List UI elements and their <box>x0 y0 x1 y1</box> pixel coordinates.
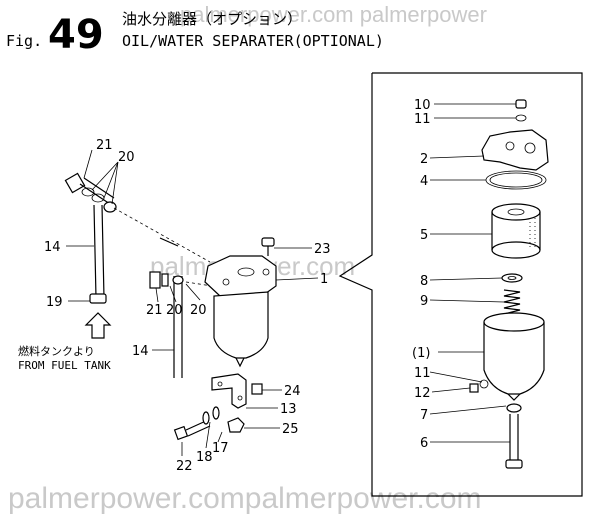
callout-22: 22 <box>176 459 193 474</box>
callout-19: 19 <box>46 295 63 310</box>
upper-banjo-fitting <box>64 172 117 213</box>
detail-plug <box>515 99 527 122</box>
detail-callout-10: 10 <box>414 98 431 113</box>
title-japanese: 油水分離器（オプション） <box>122 10 302 28</box>
hose-upper <box>89 204 107 304</box>
fig-number: 49 <box>48 12 104 58</box>
detail-head-cover <box>481 129 549 171</box>
detail-callout-4: 4 <box>420 174 428 189</box>
lower-banjo-fitting <box>149 271 184 378</box>
detail-callout-12: 12 <box>414 386 431 401</box>
title-english: OIL/WATER SEPARATER(OPTIONAL) <box>122 32 384 50</box>
mounting-bracket <box>211 373 263 409</box>
bolt-and-washers <box>173 406 245 441</box>
detail-frame <box>338 72 583 497</box>
watermark-top: palmerpower.com palmerpower <box>180 2 487 27</box>
callout-17: 17 <box>212 441 229 456</box>
detail-callout-11-upper: 11 <box>414 112 431 127</box>
fuel-inlet-arrow <box>84 312 112 339</box>
fig-prefix: Fig. <box>6 32 42 50</box>
separator-assembly <box>204 255 277 368</box>
callout-18: 18 <box>196 450 213 465</box>
watermark-bottom: palmerpower.compalmerpower.com <box>8 482 482 515</box>
callout-21-lower: 21 <box>146 303 163 318</box>
callout-20-upper: 20 <box>118 150 135 165</box>
detail-callout-6: 6 <box>420 436 428 451</box>
vent-plug <box>261 237 275 256</box>
callout-14-lower: 14 <box>132 344 149 359</box>
detail-callout-1-paren: (1) <box>412 346 430 361</box>
note-english: FROM FUEL TANK <box>18 359 111 372</box>
callout-13: 13 <box>280 402 297 417</box>
detail-callout-9: 9 <box>420 294 428 309</box>
detail-callout-8: 8 <box>420 274 428 289</box>
detail-o-ring <box>485 170 547 190</box>
callout-24: 24 <box>284 384 301 399</box>
detail-callout-7: 7 <box>420 408 428 423</box>
detail-spring <box>503 289 521 317</box>
callout-21-upper: 21 <box>96 138 113 153</box>
detail-callout-5: 5 <box>420 228 428 243</box>
detail-callout-11-lower: 11 <box>414 366 431 381</box>
note-japanese: 燃料タンクより <box>18 344 95 358</box>
detail-bowl <box>483 312 545 401</box>
detail-filter-element <box>491 203 541 259</box>
callout-25: 25 <box>282 422 299 437</box>
callout-20-lower: 20 <box>190 303 207 318</box>
detail-center-bolt <box>505 414 523 469</box>
detail-washer <box>501 273 523 283</box>
callout-1: 1 <box>320 272 328 287</box>
callout-20-mid: 20 <box>166 303 183 318</box>
detail-callout-2: 2 <box>420 152 428 167</box>
callout-14-upper: 14 <box>44 240 61 255</box>
callout-23: 23 <box>314 242 331 257</box>
detail-bottom-washer <box>506 403 522 413</box>
